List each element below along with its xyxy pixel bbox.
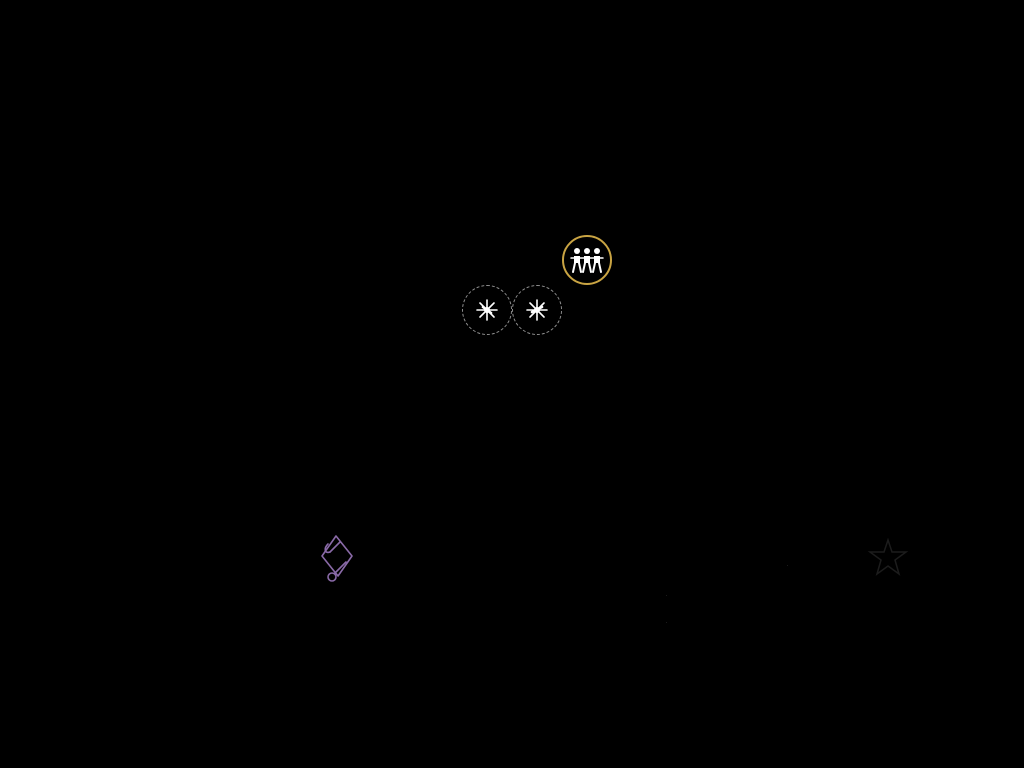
faint-speck xyxy=(666,595,667,596)
party-members-icon xyxy=(570,248,604,273)
scroll-icon xyxy=(321,535,353,582)
sparkle-icon xyxy=(476,299,498,321)
faint-star-marker[interactable] xyxy=(864,536,912,580)
sparkle-node-button-1[interactable] xyxy=(462,285,512,335)
faint-star-icon xyxy=(867,537,909,576)
party-node-button[interactable] xyxy=(562,235,612,285)
sparkle-node-button-2[interactable] xyxy=(512,285,562,335)
faint-speck xyxy=(666,622,667,623)
faint-speck xyxy=(787,565,788,566)
scroll-item-button[interactable] xyxy=(316,532,358,586)
sparkle-icon xyxy=(526,299,548,321)
